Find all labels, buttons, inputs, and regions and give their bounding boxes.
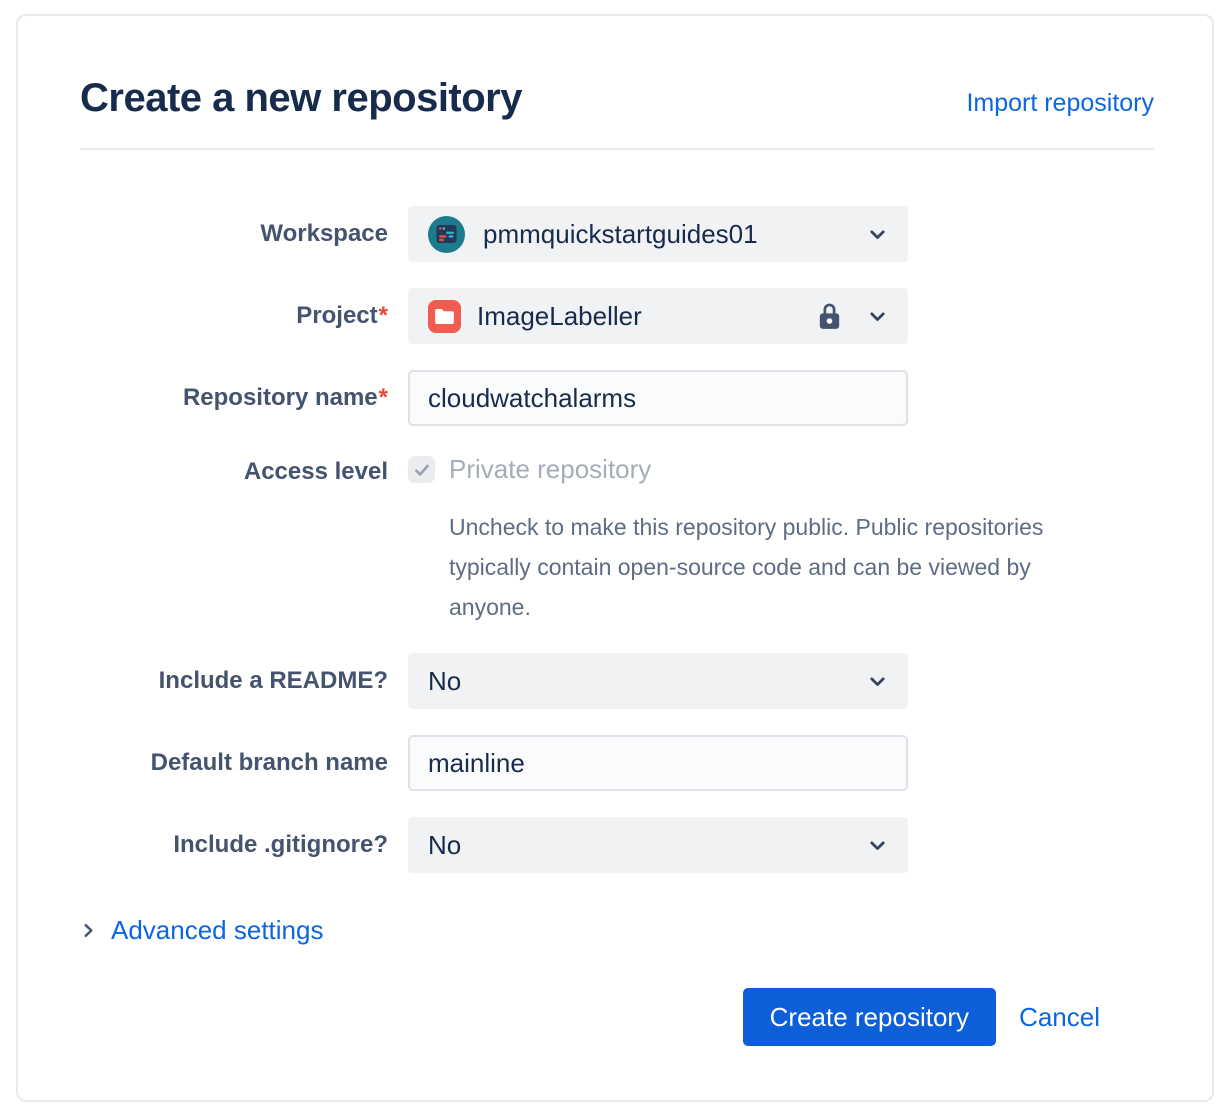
access-level-label: Access level [243, 458, 388, 485]
chevron-down-icon [867, 306, 888, 327]
repository-name-label-text: Repository name [182, 384, 378, 411]
access-level-row: Access level Private repository Uncheck … [80, 452, 1154, 627]
repository-name-input[interactable] [408, 370, 908, 426]
readme-value: No [428, 665, 462, 696]
required-asterisk: * [378, 302, 388, 329]
chevron-down-icon [867, 224, 888, 245]
advanced-settings-label: Advanced settings [111, 915, 324, 945]
cancel-button[interactable]: Cancel [1019, 1001, 1100, 1032]
readme-row: Include a README? No [80, 653, 1154, 709]
create-repository-button[interactable]: Create repository [742, 988, 997, 1046]
workspace-select[interactable]: pmmquickstartguides01 [408, 206, 908, 262]
access-level-description: Uncheck to make this repository public. … [449, 514, 1044, 620]
gitignore-label: Include .gitignore? [173, 831, 388, 858]
readme-select[interactable]: No [408, 653, 908, 709]
chevron-down-icon [867, 671, 888, 692]
repository-name-row: Repository name* [80, 370, 1154, 426]
project-label: Project* [80, 296, 388, 336]
chevron-down-icon [867, 835, 888, 856]
default-branch-label: Default branch name [150, 749, 388, 776]
folder-icon [428, 299, 461, 333]
workspace-avatar-icon [428, 215, 465, 253]
page-title: Create a new repository [80, 76, 523, 120]
chevron-right-icon [80, 922, 97, 939]
lock-icon [816, 301, 843, 332]
gitignore-row: Include .gitignore? No [80, 817, 1154, 873]
required-asterisk: * [378, 384, 388, 411]
gitignore-value: No [428, 829, 462, 860]
workspace-row: Workspace pmmquickstartguides01 [80, 206, 1154, 262]
workspace-value: pmmquickstartguides01 [483, 218, 758, 249]
create-repository-form: Workspace pmmquickstartguides01 [80, 206, 1154, 1046]
project-label-text: Project [296, 302, 378, 329]
project-value: ImageLabeller [477, 300, 642, 331]
default-branch-row: Default branch name [80, 735, 1154, 791]
default-branch-input[interactable] [408, 735, 908, 791]
project-row: Project* ImageLabeller [80, 288, 1154, 344]
dialog-footer: Create repository Cancel [80, 988, 1154, 1046]
repository-name-label: Repository name* [80, 378, 388, 418]
dialog-header: Create a new repository Import repositor… [80, 76, 1154, 121]
project-select[interactable]: ImageLabeller [408, 288, 908, 344]
private-repository-option: Private repository [408, 454, 1078, 485]
create-repository-dialog: Create a new repository Import repositor… [16, 14, 1214, 1102]
header-divider [80, 148, 1154, 150]
gitignore-select[interactable]: No [408, 817, 908, 873]
private-repository-checkbox[interactable] [408, 456, 435, 483]
private-repository-label: Private repository [449, 454, 652, 484]
readme-label: Include a README? [158, 667, 388, 694]
access-level-field: Private repository Uncheck to make this … [408, 452, 1078, 627]
advanced-settings-toggle[interactable]: Advanced settings [80, 915, 323, 946]
checkmark-icon [413, 461, 431, 479]
import-repository-link[interactable]: Import repository [966, 89, 1154, 117]
workspace-label: Workspace [260, 220, 388, 247]
